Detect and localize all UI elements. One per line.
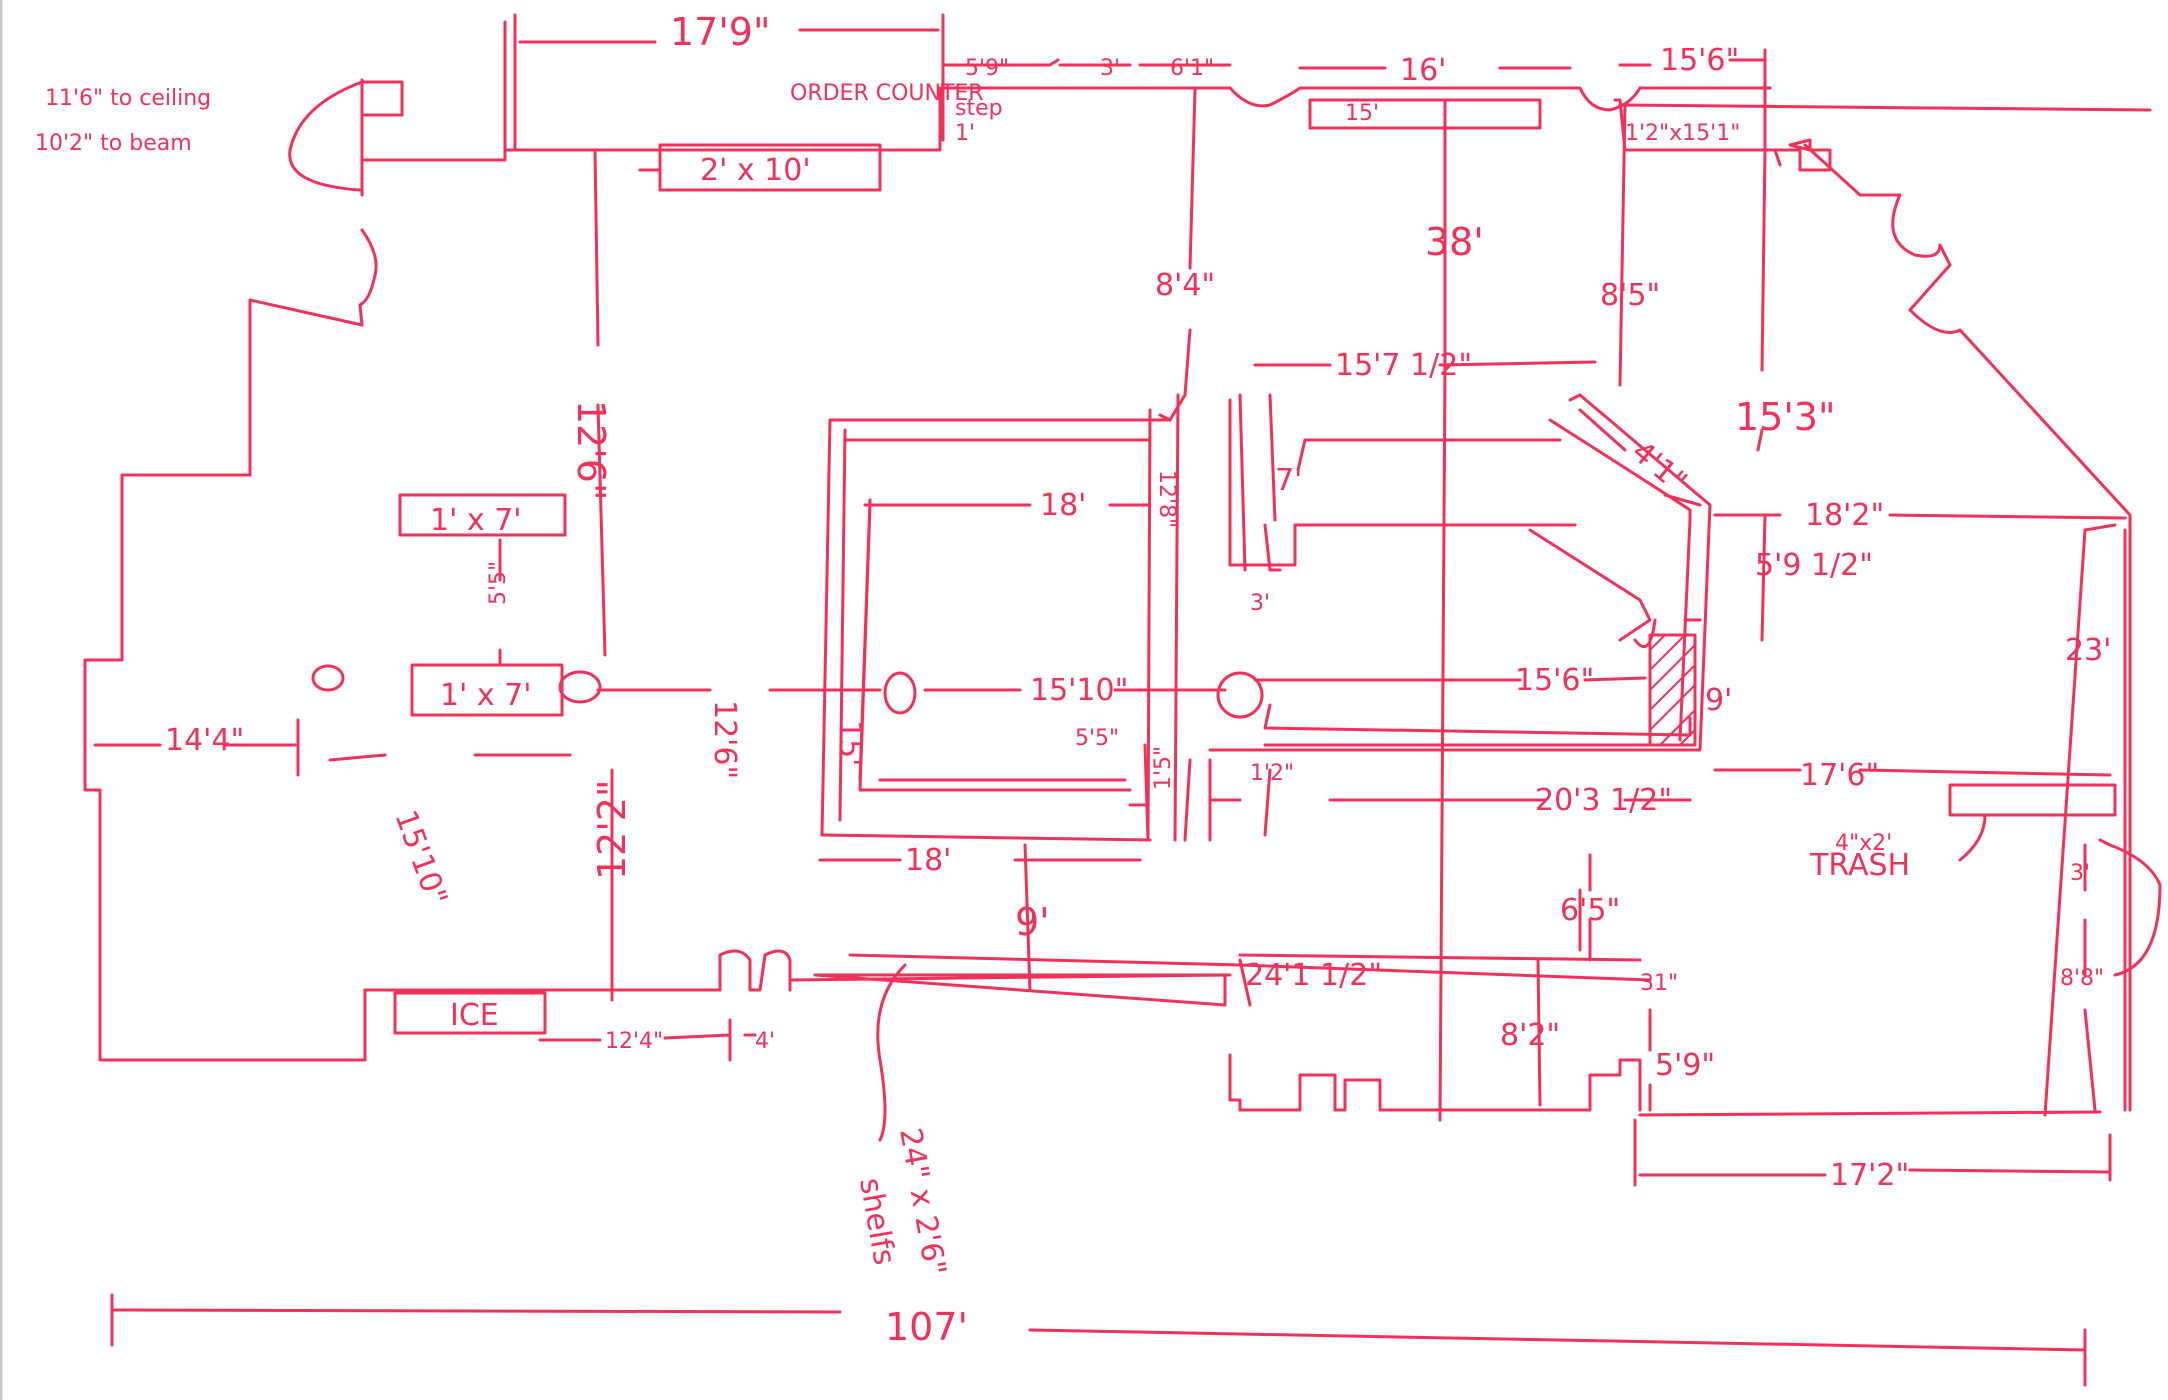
dim-bottom-17-2: 17'2" [1830, 1158, 1909, 1193]
dim-left-vertical-upper: 12'6" [569, 400, 613, 500]
dim-bar-side: 12'8" [1154, 470, 1179, 528]
dim-top-box: 15' [1345, 101, 1379, 126]
dim-bottom-31: 31" [1640, 971, 1678, 996]
table-top-1: 1' x 7' [430, 503, 522, 538]
dim-right-side-sub: 5'9 1/2" [1755, 548, 1873, 583]
dim-right-3: 3' [2070, 861, 2090, 886]
dim-ice: 12'4" [605, 1029, 663, 1054]
trash-size: 4"x2' [1835, 831, 1892, 856]
dim-lounge-bottom: 20'3 1/2" [1535, 783, 1672, 818]
dim-bar-width: 18' [1040, 488, 1086, 523]
step-label: step [955, 96, 1003, 121]
dim-counter-size: 2' x 10' [700, 153, 811, 188]
dim-diag-15-10: 15'10" [387, 806, 454, 910]
dim-right-drop: 8'4" [1155, 268, 1215, 303]
ice-label: ICE [450, 998, 499, 1033]
dim-lounge-top: 15'7 1/2" [1335, 348, 1472, 383]
shelf-label: shelfs [852, 1175, 902, 1267]
dim-right-drop-b: 8'5" [1600, 278, 1660, 313]
dim-lounge-left: 7' [1275, 463, 1302, 498]
note-ceiling: 11'6" to ceiling [45, 86, 211, 111]
dim-top-seg-a: 5'9" [965, 56, 1009, 81]
dim-lounge-inner: 15'6" [1515, 663, 1594, 698]
dim-total-width: 107' [885, 1305, 968, 1349]
dim-bar-height: 15' [832, 720, 867, 766]
dim-lounge-step: 3' [1250, 591, 1270, 616]
dim-lounge-small: 1'2" [1250, 761, 1294, 786]
dim-gap-12-6: 12'6" [707, 700, 742, 779]
dim-right-side: 18'2" [1805, 498, 1884, 533]
dim-ice-small: 4' [755, 1029, 775, 1054]
dim-right-height: 15'3" [1735, 395, 1835, 439]
dim-bottom-24: 24'1 1/2" [1245, 958, 1382, 993]
dim-bar-inner: 15'10" [1030, 673, 1128, 708]
dim-table-gap: 5'5" [486, 561, 511, 605]
dim-top-width-left: 17'9" [670, 10, 770, 54]
dim-left-lower: 12'2" [590, 780, 634, 880]
dim-top-right-box: 1'2"x15'1" [1625, 121, 1740, 146]
dimension-lines [93, 13, 2127, 1387]
dim-gap-6-5: 6'5" [1560, 893, 1620, 928]
dim-bar-small: 5'5" [1075, 726, 1119, 751]
dim-gap-9: 9' [1015, 900, 1050, 944]
dim-top-seg-c: 6'1" [1170, 56, 1214, 81]
dim-center-height: 38' [1425, 220, 1484, 264]
note-beam: 10'2" to beam [35, 131, 192, 156]
hatch-fill [1649, 634, 1696, 746]
dim-top-right: 15'6" [1660, 43, 1739, 78]
dim-lounge-9: 9' [1705, 683, 1732, 718]
dim-right-23: 23' [2065, 633, 2111, 668]
dim-bar-bottom: 18' [905, 843, 951, 878]
dim-bottom-5-9: 5'9" [1655, 1048, 1715, 1083]
order-counter-label: ORDER COUNTER [790, 81, 984, 106]
dim-lounge-1-5: 1'5" [1151, 746, 1176, 790]
dim-top-seg-b: 3' [1100, 56, 1120, 81]
dim-left-wall: 14'4" [165, 723, 244, 758]
dim-top-seg-d: 16' [1400, 53, 1446, 88]
dim-right-8-8: 8'8" [2060, 966, 2104, 991]
dimension-labels: 17'9" 5'9" 3' 6'1" 16' 15'6" 15' 1'2"x15… [35, 10, 2111, 1349]
dim-right-17-6: 17'6" [1800, 758, 1879, 793]
trash-label: TRASH [1809, 848, 1910, 883]
dim-step-depth: 1' [955, 121, 975, 146]
table-top-2: 1' x 7' [440, 678, 532, 713]
dim-bottom-8-2: 8'2" [1500, 1018, 1560, 1053]
